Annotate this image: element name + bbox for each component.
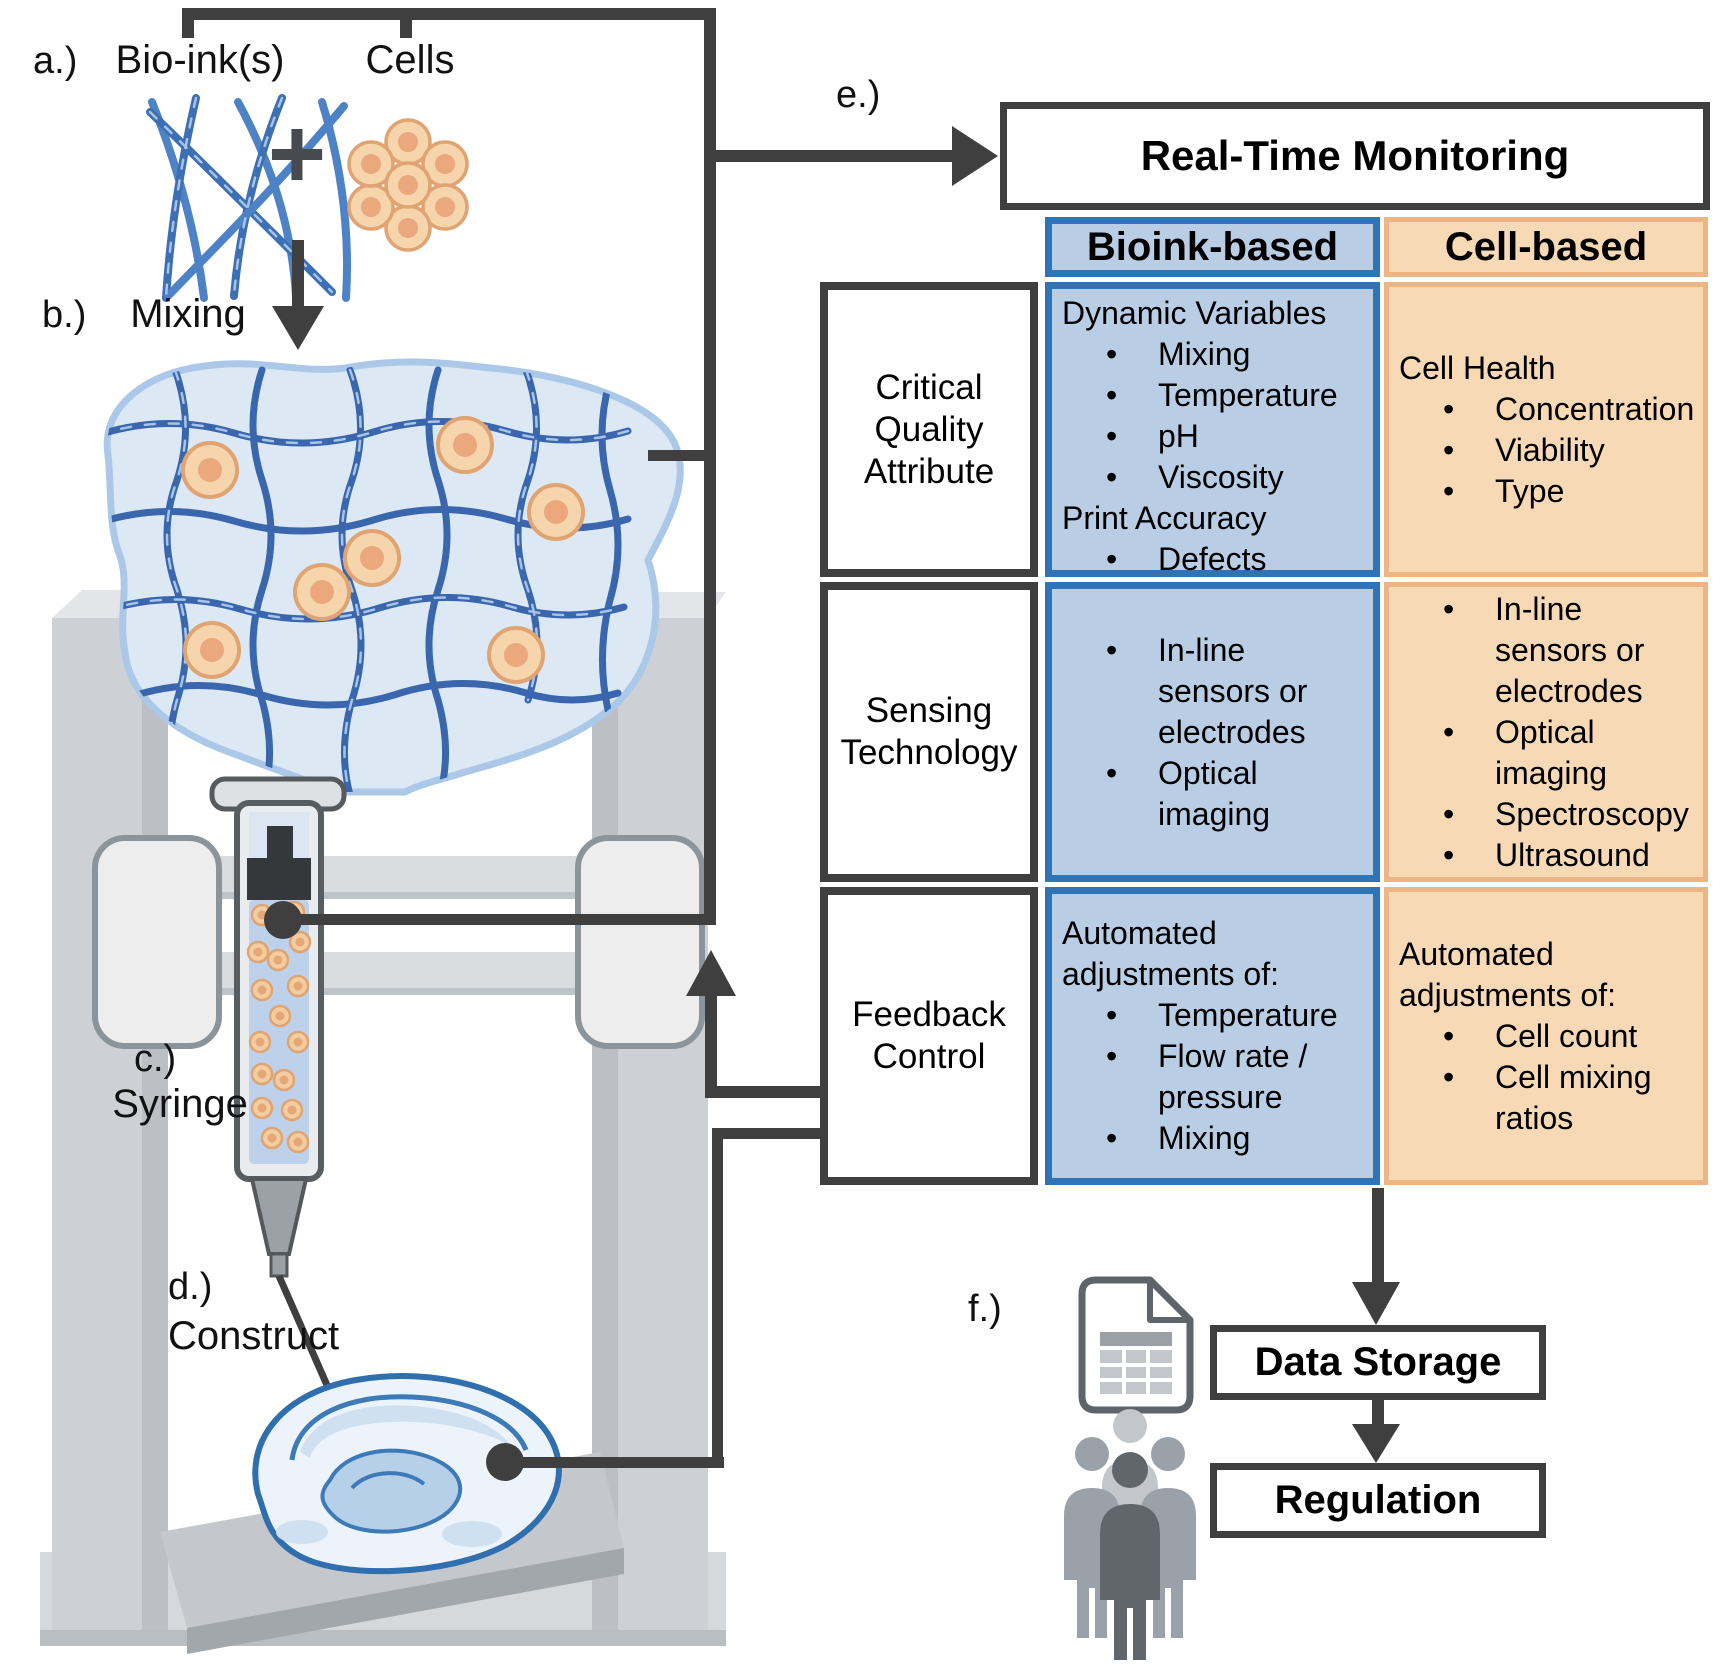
bullet-item: Type [1389, 471, 1689, 512]
cell-heading: Automated adjustments of: [1062, 915, 1279, 992]
real-time-monitoring-title: Real-Time Monitoring [1140, 132, 1570, 179]
bullet-item: Cell mixing ratios [1389, 1057, 1689, 1139]
bullet-item: Flow rate / pressure [1052, 1036, 1359, 1118]
bullet-item: Mixing [1052, 334, 1359, 375]
bullet-item: pH [1052, 416, 1359, 457]
panel-label-d: d.) [168, 1266, 213, 1308]
panel-label-f: f.) [968, 1288, 1002, 1330]
bullet-item: Mixing [1052, 1118, 1359, 1159]
cells-label: Cells [365, 38, 455, 82]
mixing-hydrogel-blob [103, 358, 684, 796]
cell-sensing-bioink: In-line sensors or electrodesOptical ima… [1045, 582, 1380, 882]
to-data-storage-arrow [1372, 1188, 1384, 1288]
plus-sign: + [267, 98, 327, 210]
bullet-item: Defects [1052, 539, 1359, 580]
bullet-item: In-line sensors or electrodes [1389, 589, 1689, 712]
syringe-sensor-line [283, 914, 710, 925]
bullet-item: Concentration [1389, 389, 1694, 430]
gantry-carriages [92, 835, 705, 1049]
bullet-item: Cell count [1389, 1016, 1689, 1057]
bullet-item: Optical imaging [1052, 753, 1359, 835]
cells-cluster-icon [347, 118, 469, 252]
people-group-icon [1064, 1409, 1196, 1660]
bullet-item: Temperature [1052, 375, 1359, 416]
bullet-item: Viscosity [1052, 457, 1359, 498]
mixing-sensor-stub [648, 450, 710, 461]
bullet-item: Temperature [1052, 995, 1359, 1036]
cell-heading: Print Accuracy [1062, 500, 1267, 536]
gantry-rails [168, 856, 592, 995]
monitoring-trunk-line [704, 8, 716, 925]
construct-sensor-line [505, 1457, 724, 1468]
cell-sensing-cell: In-line sensors or electrodesOptical ima… [1384, 582, 1708, 882]
mixing-label: Mixing [130, 292, 246, 336]
row-label-feedback-control: Feedback Control [820, 887, 1038, 1185]
cell-cqa-cell: Cell HealthConcentrationViabilityType [1384, 282, 1708, 577]
data-storage-box: Data Storage [1210, 1325, 1546, 1400]
panel-label-e: e.) [836, 74, 881, 116]
spreadsheet-document-icon [1078, 1276, 1194, 1414]
panel-label-c: c.) [134, 1038, 177, 1080]
feedback-up-arrowhead [686, 950, 736, 996]
column-header-bioink: Bioink-based [1045, 217, 1380, 277]
regulation-box: Regulation [1210, 1463, 1546, 1538]
cell-heading: Cell Health [1399, 349, 1556, 386]
row-label-critical-quality-attribute: Critical Quality Attribute [820, 282, 1038, 577]
to-regulation-arrow [1372, 1400, 1384, 1430]
bullet-item: Ultrasound [1389, 835, 1689, 876]
bioink-label: Bio-ink(s) [115, 38, 285, 82]
arrowhead-into-monitoring [952, 126, 998, 186]
column-header-cell: Cell-based [1384, 217, 1708, 277]
panel-label-a: a.) [33, 40, 78, 82]
bullet-item: Viability [1389, 430, 1689, 471]
cell-heading: Dynamic Variables [1062, 295, 1327, 331]
cell-cqa-bioink: Dynamic VariablesMixingTemperaturepHVisc… [1045, 282, 1380, 580]
syringe-label: Syringe [112, 1082, 248, 1126]
mixing-down-arrow [292, 240, 304, 312]
bullet-item: In-line sensors or electrodes [1052, 630, 1359, 753]
cell-feedback-cell: Automated adjustments of:Cell countCell … [1384, 887, 1708, 1185]
bioink-fibers-icon [146, 94, 351, 302]
ear-construct-icon [252, 1373, 562, 1575]
row-label-sensing-technology: Sensing Technology [820, 582, 1038, 882]
cell-feedback-bioink: Automated adjustments of:TemperatureFlow… [1045, 887, 1380, 1185]
panel-label-b: b.) [42, 294, 87, 336]
bullet-item: Spectroscopy [1389, 794, 1689, 835]
flow-connectors [182, 8, 1400, 1481]
input-bracket-line [182, 8, 716, 20]
real-time-monitoring-box: Real-Time Monitoring [1000, 102, 1710, 210]
bullet-item: Optical imaging [1389, 712, 1689, 794]
cell-heading: Automated adjustments of: [1399, 935, 1616, 1013]
construct-label: Construct [168, 1314, 340, 1358]
